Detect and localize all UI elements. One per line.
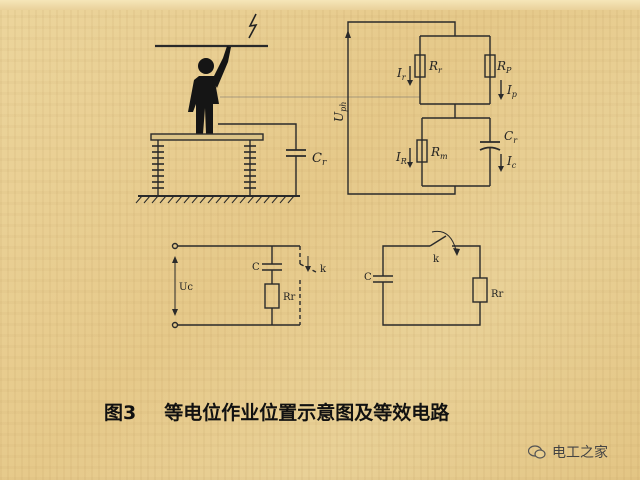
worker-figure — [188, 46, 231, 134]
label-rr: Rr — [428, 59, 443, 75]
label-rp: RP — [496, 59, 512, 75]
worker-scene — [135, 13, 420, 204]
lightning-icon — [248, 13, 258, 39]
top-band — [0, 0, 640, 10]
top-equivalent-circuit — [345, 21, 504, 195]
insulator-coils — [152, 145, 256, 189]
bottom-left-circuit — [171, 242, 317, 329]
bottom-right-circuit — [373, 230, 488, 326]
figure-title: 等电位作业位置示意图及等效电路 — [164, 402, 450, 424]
resistor-rr — [414, 54, 426, 78]
label-br-k: k — [433, 254, 440, 265]
resistor-br-rr — [472, 277, 488, 303]
label-uc: Uc — [179, 282, 193, 293]
ground-hatching — [135, 195, 295, 204]
label-cr-cap: Cr — [312, 151, 327, 168]
label-bl-rr: Rr — [283, 292, 296, 303]
label-ic: Ic — [506, 154, 517, 170]
label-ir-m: IR — [395, 150, 407, 166]
label-rm: Rm — [430, 145, 448, 161]
label-bl-k: k — [320, 264, 327, 275]
resistor-rp — [484, 54, 496, 78]
wechat-icon — [527, 445, 546, 459]
resistor-rm — [416, 139, 428, 163]
label-br-rr: Rr — [491, 289, 504, 300]
resistor-bl-rr — [264, 283, 280, 309]
insulating-platform — [150, 133, 264, 141]
watermark-text: 电工之家 — [552, 445, 608, 461]
label-br-c: C — [364, 272, 372, 283]
label-cr-branch: Cr — [504, 129, 518, 145]
watermark: 电工之家 — [527, 442, 608, 462]
figure-number: 图3 — [104, 402, 137, 424]
label-ip: Ip — [506, 83, 517, 99]
label-bl-c: C — [252, 262, 260, 273]
label-ir: Ir — [396, 66, 407, 82]
label-uph: Uph — [332, 102, 348, 122]
figure-caption: 图3 等电位作业位置示意图及等效电路 — [104, 398, 449, 428]
